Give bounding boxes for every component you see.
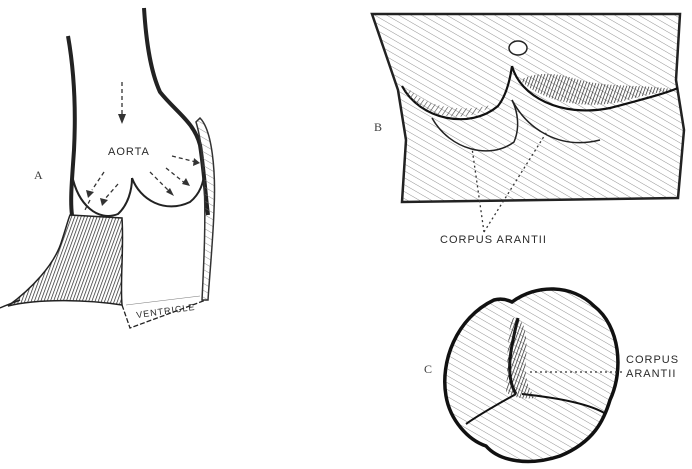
aorta-left-wall [68,36,75,215]
aorta-right-wall [144,8,208,215]
ventricle-wall [8,215,123,306]
panel-b-letter: B [374,120,382,135]
panel-a-letter: A [34,168,43,183]
valve-cusp-left [72,175,132,216]
coronary-ostium [509,41,527,55]
aorta-label: AORTA [108,146,150,158]
corpus-arantii-label-b: CORPUS ARANTII [440,234,547,246]
panel-a-aorta-section [0,8,214,328]
corpus-arantii-label-c-line2: ARANTII [626,368,676,380]
flow-arrowheads [86,114,200,206]
corpus-arantii-label-c-line1: CORPUS [626,354,679,366]
valve-wall-block [372,14,684,202]
panel-c-letter: C [424,362,432,377]
panel-c-closed-valve [445,289,622,461]
panel-b-opened-valve [372,14,684,232]
valve-outer-ring [445,289,618,461]
